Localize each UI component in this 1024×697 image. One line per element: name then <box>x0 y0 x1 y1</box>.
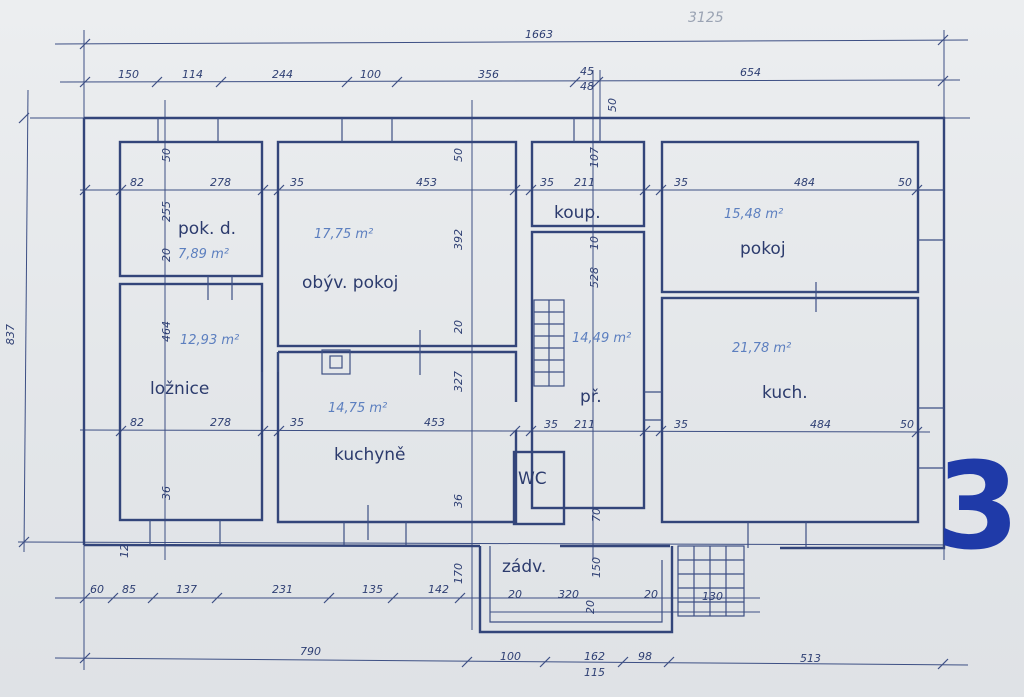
room-pok-d-label: pok. d. <box>178 219 236 239</box>
room-kuchyne-area: 14,75 m² <box>328 401 387 416</box>
dim-label: 20 <box>160 248 173 262</box>
dim-label: 356 <box>478 68 499 81</box>
dim-label: 50 <box>160 148 173 162</box>
dim-label: 453 <box>424 416 445 429</box>
dim-label: 12 <box>118 544 131 558</box>
room-loznice-area: 12,93 m² <box>180 333 239 348</box>
staircase-icon <box>533 299 565 387</box>
dimension-lines <box>17 30 970 670</box>
dim-label: 528 <box>588 267 601 288</box>
dim-label: 484 <box>810 418 831 431</box>
room-zadv-label: zádv. <box>502 557 546 577</box>
dim-label: 453 <box>416 176 437 189</box>
dim-label: 255 <box>160 201 173 222</box>
room-kuch-area: 21,78 m² <box>732 341 791 356</box>
dim-label: 170 <box>452 563 465 584</box>
room-wc-label: WC <box>518 469 547 489</box>
dim-label: 35 <box>544 418 558 431</box>
dim-label: 211 <box>574 418 595 431</box>
dim-label: 35 <box>290 416 304 429</box>
dim-label: 70 <box>590 508 603 522</box>
room-pr-area: 14,49 m² <box>572 331 631 346</box>
dim-label: 100 <box>500 650 521 663</box>
dim-label: 100 <box>360 68 381 81</box>
room-labels: pok. d. 7,89 m² 17,75 m² obýv. pokoj 12,… <box>150 203 808 577</box>
room-koup-label: koup. <box>554 203 601 223</box>
dim-label: 50 <box>900 418 914 431</box>
dim-label: 278 <box>210 416 231 429</box>
dim-label: 36 <box>452 494 465 508</box>
dim-label: 115 <box>584 666 605 679</box>
dim-label: 10 <box>588 236 601 250</box>
dim-label: 107 <box>588 147 601 168</box>
dim-label: 484 <box>794 176 815 189</box>
dim-label: 142 <box>428 583 449 596</box>
dim-label: 654 <box>740 66 761 79</box>
dim-label: 278 <box>210 176 231 189</box>
dim-label: 45 <box>580 65 594 78</box>
room-kuchyne-label: kuchyně <box>334 445 406 465</box>
dim-label: 244 <box>272 68 293 81</box>
dim-label: 35 <box>540 176 554 189</box>
room-pokoj-area: 15,48 m² <box>724 207 783 222</box>
room-pok-d-area: 7,89 m² <box>178 247 229 262</box>
dim-label: 231 <box>272 583 293 596</box>
dim-label: 35 <box>674 418 688 431</box>
dim-label: 327 <box>452 371 465 392</box>
dim-label: 513 <box>800 652 821 665</box>
dim-label: 35 <box>290 176 304 189</box>
dim-label: 135 <box>362 583 383 596</box>
dim-label: 211 <box>574 176 595 189</box>
dim-label: 150 <box>118 68 139 81</box>
dim-label: 137 <box>176 583 197 596</box>
dim-label: 320 <box>558 588 579 601</box>
dim-label: 82 <box>130 176 144 189</box>
room-kuch-label: kuch. <box>762 383 808 403</box>
dim-label: 48 <box>580 80 594 93</box>
dim-label: 20 <box>508 588 522 601</box>
exterior-steps-icon <box>677 545 745 617</box>
dim-label: 464 <box>160 321 173 342</box>
room-pokoj-label: pokoj <box>740 239 786 259</box>
sheet-number-stamp: 3 <box>936 438 1020 577</box>
dim-label: 36 <box>160 486 173 500</box>
dim-label: 50 <box>898 176 912 189</box>
dim-label: 162 <box>584 650 605 663</box>
dim-label: 150 <box>590 557 603 578</box>
pencil-note: 3125 <box>688 10 724 26</box>
dim-label: 82 <box>130 416 144 429</box>
room-loznice-label: ložnice <box>150 379 209 399</box>
dim-label: 20 <box>584 600 597 614</box>
dim-label: 114 <box>182 68 203 81</box>
dim-label: 60 <box>90 583 104 596</box>
dim-label: 98 <box>638 650 652 663</box>
dim-overall-height: 837 <box>4 324 17 345</box>
walls <box>82 116 946 634</box>
room-obyv-area: 17,75 m² <box>314 227 373 242</box>
dim-label: 20 <box>452 320 465 334</box>
dim-label: 392 <box>452 229 465 250</box>
dim-label: 20 <box>644 588 658 601</box>
room-pr-label: př. <box>580 387 602 407</box>
dim-label: 50 <box>452 148 465 162</box>
dim-label: 50 <box>606 98 619 112</box>
dim-label: 790 <box>300 645 321 658</box>
dim-label: 35 <box>674 176 688 189</box>
dim-label: 85 <box>122 583 136 596</box>
dimension-labels: 1663 150 114 244 100 356 45 48 654 837 5… <box>4 28 914 679</box>
room-obyv-label: obýv. pokoj <box>302 273 398 293</box>
dim-label: 130 <box>702 590 723 603</box>
dim-overall-width: 1663 <box>525 28 553 41</box>
